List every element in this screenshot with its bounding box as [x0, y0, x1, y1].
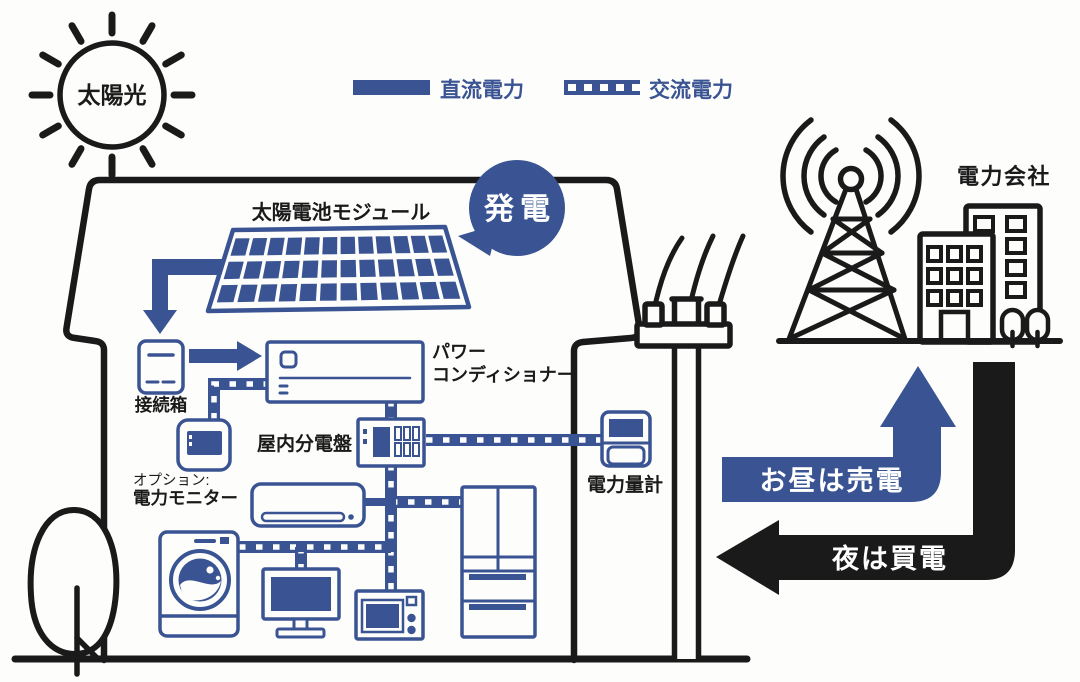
ac-junction-node [386, 542, 396, 552]
sun-label: 太陽光 [78, 82, 147, 108]
meter-label: 電力量計 [587, 473, 663, 496]
power-monitor-icon [176, 418, 232, 472]
dc-arrow-junction-to-conditioner [189, 341, 262, 371]
junction-box-icon [137, 339, 185, 395]
buy-power-arrow: 夜は買電 [716, 362, 1015, 595]
microwave-icon [354, 589, 425, 641]
sun-rays [28, 11, 196, 179]
monitor-option-label: オプション: [133, 472, 210, 489]
dc-line-sample [353, 80, 430, 95]
refrigerator-icon [460, 485, 537, 639]
power-company-label: 電力会社 [957, 164, 1051, 189]
air-conditioner-icon [250, 482, 366, 528]
sell-power-arrow: お昼は売電 [722, 366, 956, 502]
power-meter-icon [600, 410, 652, 468]
transmission-tower-icon [786, 165, 908, 342]
buy-power-label: 夜は買電 [831, 543, 948, 574]
legend-dc-label: 直流電力 [440, 78, 524, 102]
generation-bubble: 発電 [458, 160, 565, 256]
distribution-board-label: 屋内分電盤 [257, 432, 353, 455]
solar-panel-icon [205, 224, 472, 314]
radio-waves-icon [780, 117, 922, 235]
solar-panel-label: 太陽電池モジュール [252, 201, 431, 224]
junction-box-label: 接続箱 [135, 395, 188, 415]
power-company: 電力会社 [776, 117, 1063, 349]
tv-icon [261, 567, 341, 639]
power-conditioner-label-1: パワー [432, 342, 486, 362]
legend-ac-label: 交流電力 [649, 78, 733, 102]
utility-pole-icon [634, 233, 746, 662]
tree-icon [27, 506, 120, 677]
power-conditioner-icon [265, 340, 425, 404]
sell-power-label: お昼は売電 [760, 466, 905, 496]
office-building-icon [917, 203, 1051, 349]
washing-machine-icon [158, 530, 240, 638]
generation-label: 発電 [483, 193, 556, 226]
house-outline [63, 176, 643, 664]
distribution-board-icon [356, 417, 426, 468]
legend: 直流電力 交流電力 [353, 78, 733, 102]
monitor-label: 電力モニター [133, 488, 238, 508]
ac-junction-node [296, 542, 306, 552]
sun-icon: 太陽光 [28, 11, 196, 179]
power-conditioner-label-2: コンディショナー [432, 364, 575, 385]
